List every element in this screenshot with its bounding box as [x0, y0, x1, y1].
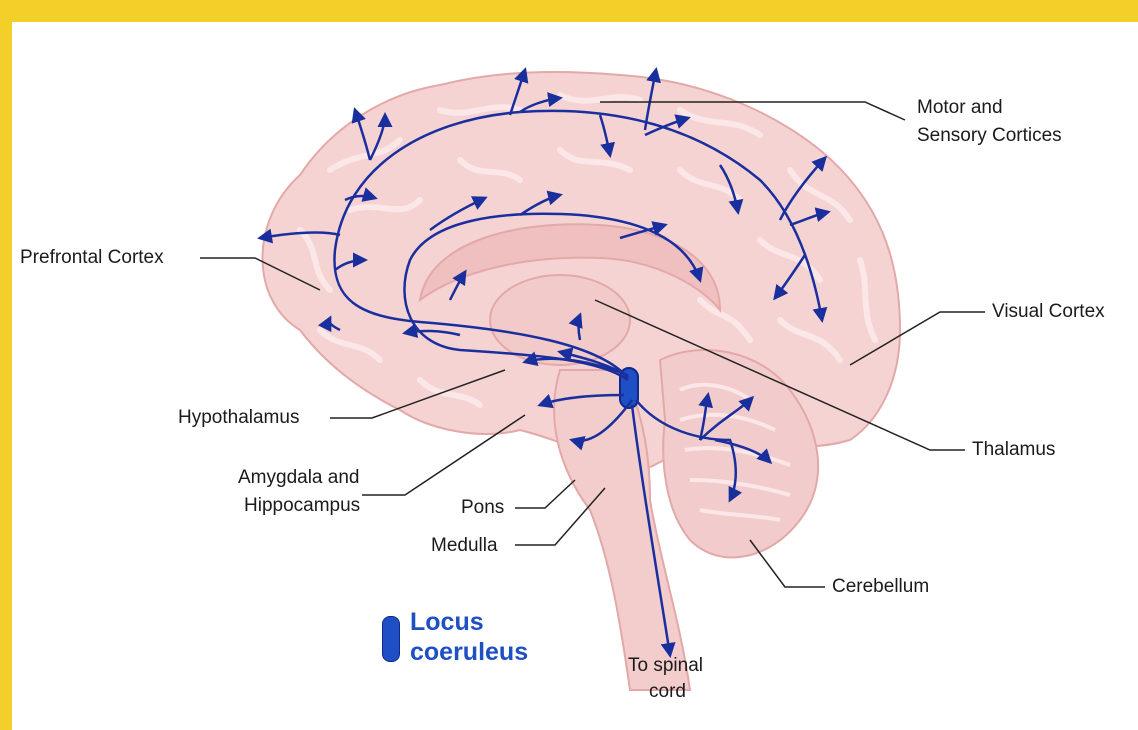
label-motor-line2: Sensory Cortices [917, 124, 1062, 148]
label-motor-line1: Motor and [917, 96, 1003, 120]
legend-line2: coeruleus [410, 638, 528, 666]
label-visual: Visual Cortex [992, 300, 1105, 324]
label-spinal-line2: cord [649, 680, 686, 704]
leader-pons [515, 480, 575, 508]
thalamus-shape [490, 275, 630, 365]
legend-swatch [382, 616, 400, 662]
label-hypothalamus: Hypothalamus [178, 406, 299, 430]
label-medulla: Medulla [431, 534, 498, 558]
brain-illustration [263, 72, 901, 690]
legend-line1: Locus [410, 608, 484, 636]
label-amygdala-line2: Hippocampus [244, 494, 360, 518]
label-cerebellum: Cerebellum [832, 575, 929, 599]
label-spinal-line1: To spinal [628, 654, 703, 678]
label-prefrontal: Prefrontal Cortex [20, 246, 164, 270]
label-pons: Pons [461, 496, 504, 520]
label-amygdala-line1: Amygdala and [238, 466, 359, 490]
label-thalamus: Thalamus [972, 438, 1055, 462]
